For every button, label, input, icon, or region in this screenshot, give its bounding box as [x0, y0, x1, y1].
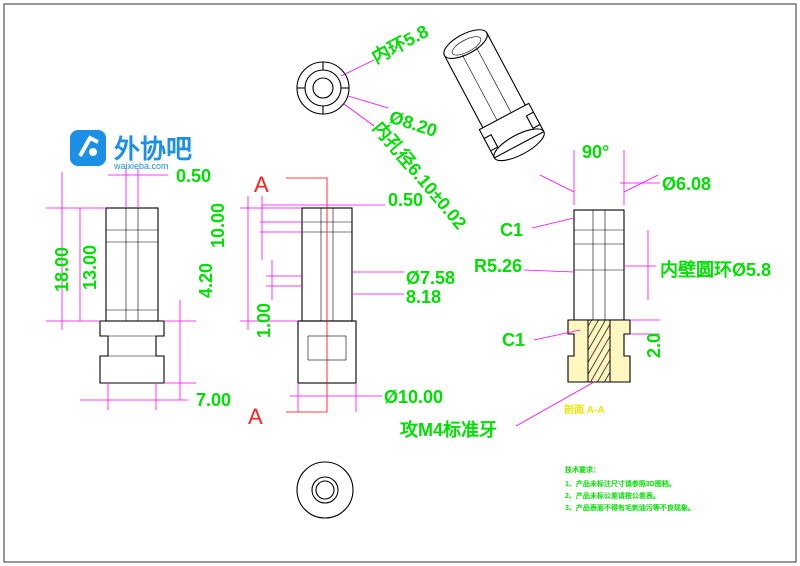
- dim-side-height: 10.00: [208, 203, 228, 248]
- dim-side-slot: 0.50: [388, 190, 423, 210]
- dim-chamfer-bottom: C1: [502, 330, 525, 350]
- tech-notes-title: 技术要求：: [565, 465, 600, 474]
- section-dimensions: 90° Ø6.08 C1 R5.26 内壁圆环Ø5.8 C1 2.0 攻M4标准…: [400, 142, 771, 440]
- dim-angle: 90°: [582, 142, 609, 162]
- iso-view: [443, 29, 545, 162]
- dim-front-top-width: 0.50: [176, 166, 211, 186]
- dim-base-dia: Ø10.00: [384, 387, 443, 407]
- thread-note: 攻M4标准牙: [400, 419, 497, 440]
- brand-logo: 外协吧 waixieba.com: [70, 130, 192, 171]
- logo-icon: [70, 130, 106, 166]
- tech-notes: 技术要求： 1、产品未标注尺寸请参照3D图档。 2、产品未标公差请按公差表。 3…: [565, 465, 695, 512]
- logo-name: 外协吧: [114, 134, 192, 164]
- section-marker-bottom: A: [248, 404, 263, 429]
- section-label: 剖面 A-A: [564, 403, 605, 416]
- dim-slot-depth: 4.20: [196, 263, 216, 298]
- section-marker-top: A: [254, 172, 269, 197]
- logo-url: waixieba.com: [113, 161, 169, 171]
- tech-note-2: 2、产品未标公差请按公差表。: [565, 491, 660, 500]
- front-view: [99, 207, 165, 384]
- dim-wall-ring: 内壁圆环Ø5.8: [660, 259, 771, 280]
- dim-base-height: 2.0: [644, 333, 664, 358]
- front-dimensions: 0.50 18.00 13.00 4.20 7.00: [46, 166, 231, 410]
- dim-chamfer-top: C1: [500, 220, 523, 240]
- dim-base-width: 7.00: [196, 390, 231, 410]
- side-dimensions: 10.00 0.50 1.00 Ø7.58 8.18 Ø10.00: [208, 190, 455, 412]
- tech-note-3: 3、产品表面不得有毛刺油污等不良现象。: [565, 503, 695, 512]
- dim-inner-dia: Ø7.58: [406, 268, 455, 288]
- tech-note-1: 1、产品未标注尺寸请参照3D图档。: [565, 479, 676, 488]
- section-view: [567, 209, 631, 383]
- dim-upper-height: 13.00: [80, 245, 100, 290]
- dim-inner-ring-3d: 内环5.8: [368, 20, 432, 67]
- top-view: 内环5.8 Ø8.20 内孔径6.10±0.02: [296, 20, 471, 233]
- sheet-border: [3, 3, 797, 563]
- dim-outer-dia: 8.18: [406, 287, 441, 307]
- dim-radius: R5.26: [474, 256, 522, 276]
- side-view: A A: [248, 172, 357, 429]
- dim-side-step: 1.00: [254, 303, 274, 338]
- bottom-view: [296, 461, 354, 519]
- dim-total-height: 18.00: [52, 247, 72, 292]
- dim-tip-dia: Ø6.08: [662, 174, 711, 194]
